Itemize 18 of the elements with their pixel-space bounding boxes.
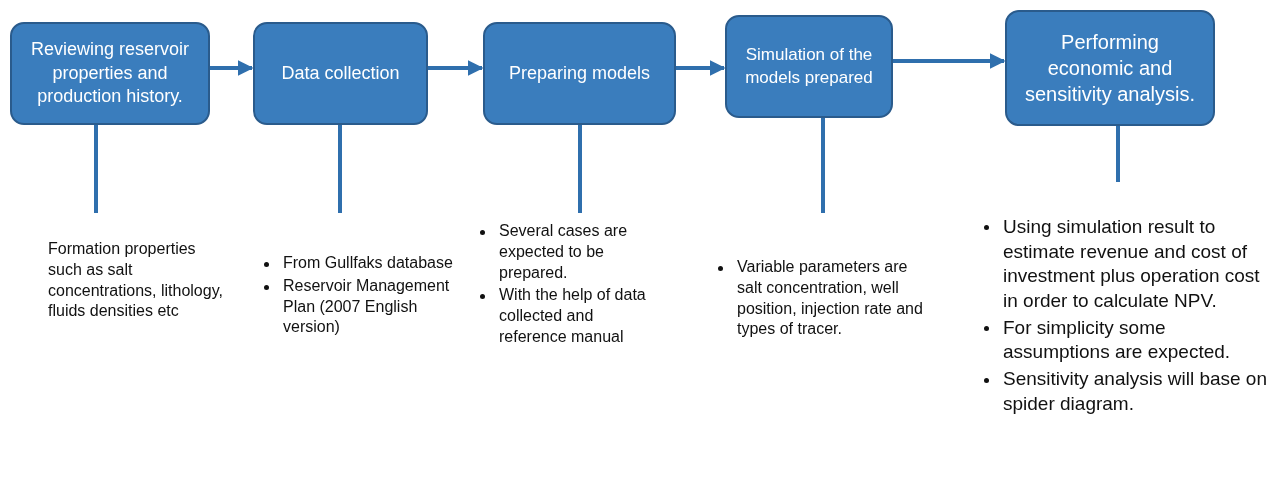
process-box: Preparing models — [483, 22, 676, 125]
note-text: Formation properties such as salt concentrations, lithology, fluids densities etc — [48, 239, 223, 322]
process-box: Performing economic and sensitivity analysis. — [1005, 10, 1215, 126]
bullet-text: Reservoir Management Plan (2007 English version) — [283, 275, 451, 338]
bullet-text: From Gullfaks database — [283, 253, 453, 273]
bullet-text: Sensitivity analysis will base on spider diagram. — [1003, 367, 1268, 416]
process-box: Simulation of the models prepared — [725, 15, 893, 118]
connector-arrow — [210, 60, 254, 76]
bullet-text: For simplicity some assumptions are expected. — [1003, 315, 1232, 365]
bullet-text: With the help of data collected and reference manual — [499, 285, 647, 347]
bullet-text: Several cases are expected to be prepared. — [499, 221, 629, 283]
bullet-text: Using simulation result to estimate revenue and cost of investment plus operation cost in order to calculate NPV. — [1003, 215, 1261, 314]
bullet-text: Variable parameters are salt concentration, well position, injection rate and types of tracer. — [737, 257, 924, 340]
connector-arrow — [893, 53, 1006, 69]
process-box: Reviewing reservoir properties and production history. — [10, 22, 210, 125]
connector-arrow — [676, 60, 726, 76]
process-box: Data collection — [253, 22, 428, 125]
connector-arrow — [428, 60, 484, 76]
